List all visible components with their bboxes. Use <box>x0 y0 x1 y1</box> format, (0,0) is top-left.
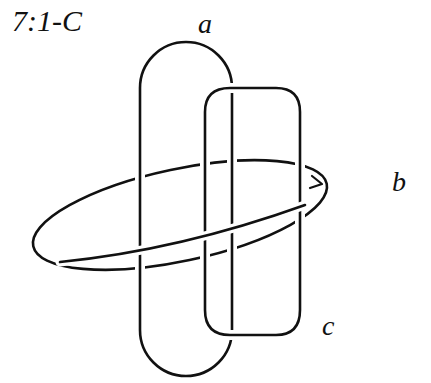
link-component <box>24 139 337 291</box>
component-label: a <box>198 10 212 38</box>
component-label: c <box>322 312 334 340</box>
crossing-gap <box>60 205 305 262</box>
component-label: b <box>392 168 406 196</box>
diagram-title-note: 7:1-C <box>12 6 82 36</box>
orientation-arrow <box>310 176 322 188</box>
link-component <box>60 205 305 262</box>
